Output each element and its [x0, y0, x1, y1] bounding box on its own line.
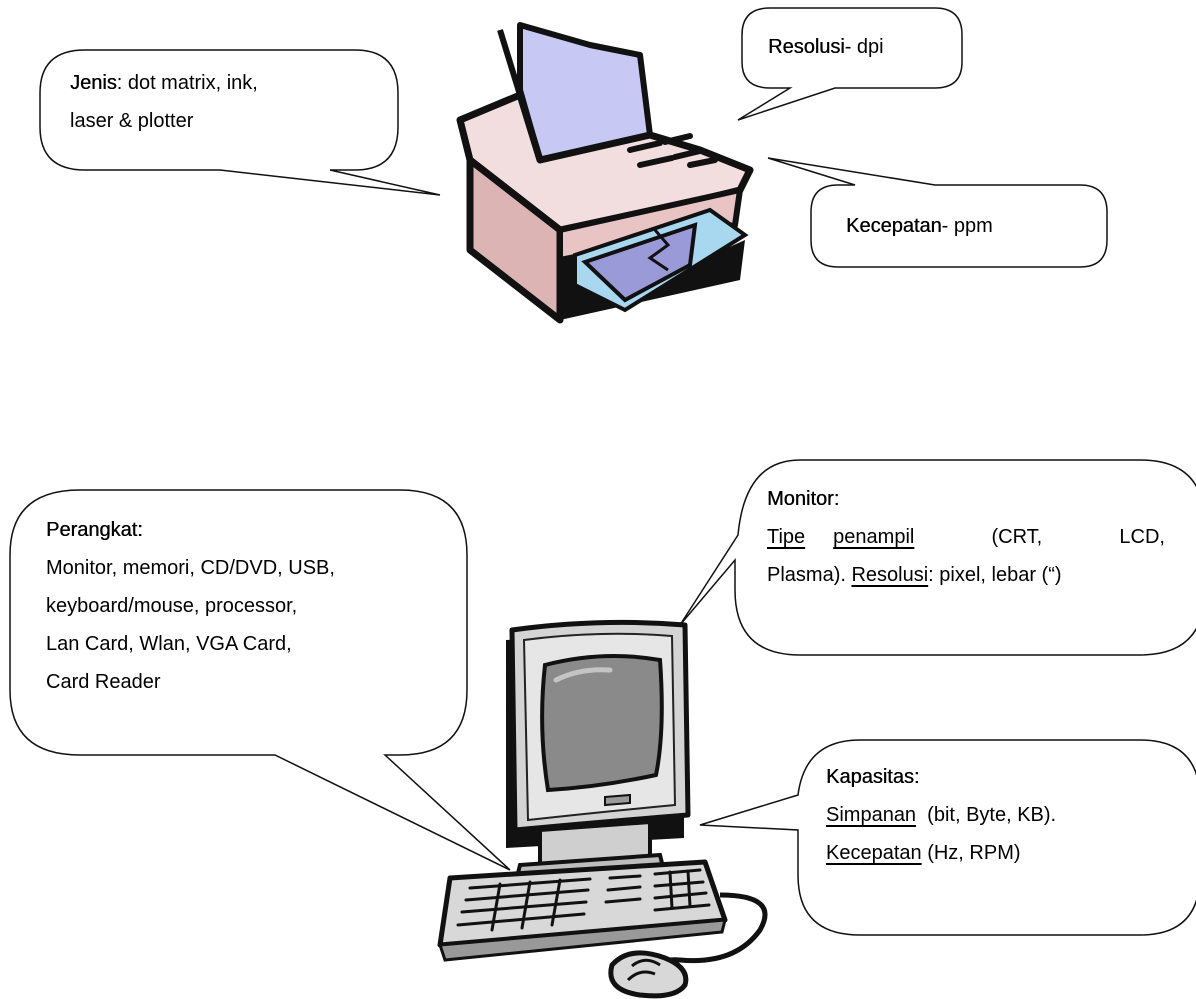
kecepatan-callout-bubble	[767, 157, 1108, 268]
monitor-line2-a: Plasma).	[767, 564, 852, 586]
kapasitas-kecepatan: Kecepatan	[826, 842, 922, 864]
monitor-callout-bubble	[679, 459, 1196, 656]
monitor-resolusi: Resolusi	[851, 564, 929, 586]
resolusi-callout-bubble	[737, 7, 963, 121]
monitor-line2: Plasma). Resolusi: pixel, lebar (“)	[767, 556, 1165, 594]
monitor-word: penampil	[833, 526, 915, 548]
jenis-line1: : dot matrix, ink,	[116, 72, 258, 94]
kapasitas-title: Kapasitas:	[826, 766, 920, 788]
kapasitas-callout: Kapasitas: Simpanan (bit, Byte, KB). Kec…	[826, 758, 1056, 872]
jenis-callout-bubble	[39, 49, 441, 196]
kecepatan-label: Kecepatan	[846, 215, 942, 237]
perangkat-callout-bubble	[9, 489, 511, 871]
resolusi-text: - dpi	[844, 36, 884, 58]
kapasitas-line2-rest: (Hz, RPM)	[921, 842, 1021, 864]
monitor-word: LCD,	[1119, 526, 1165, 548]
perangkat-callout: Perangkat: Monitor, memori, CD/DVD, USB,…	[46, 511, 335, 701]
monitor-word: (CRT,	[991, 526, 1043, 548]
kecepatan-text: - ppm	[941, 215, 993, 237]
jenis-label: Jenis	[70, 72, 117, 94]
monitor-title: Monitor:	[767, 488, 840, 510]
resolusi-callout: Resolusi- dpi	[768, 28, 884, 66]
monitor-line2-b: : pixel, lebar (“)	[928, 564, 1062, 586]
perangkat-line: Card Reader	[46, 671, 161, 693]
printer-clipart	[456, 22, 754, 324]
resolusi-label: Resolusi	[768, 36, 845, 58]
kapasitas-simpanan: Simpanan	[826, 804, 917, 826]
monitor-word: Tipe	[767, 526, 806, 548]
perangkat-line: Lan Card, Wlan, VGA Card,	[46, 633, 292, 655]
kapasitas-line1-rest: (bit, Byte, KB).	[916, 804, 1057, 826]
perangkat-line: keyboard/mouse, processor,	[46, 595, 298, 617]
kecepatan-callout: Kecepatan- ppm	[846, 207, 993, 245]
monitor-callout: Monitor: Tipe penampil (CRT, LCD, Plasma)…	[767, 480, 1165, 594]
monitor-line1: Tipe penampil (CRT, LCD,	[767, 518, 1165, 556]
perangkat-line: Monitor, memori, CD/DVD, USB,	[46, 557, 335, 579]
perangkat-title: Perangkat:	[46, 519, 143, 541]
jenis-callout: Jenis: dot matrix, ink, laser & plotter	[70, 64, 258, 140]
kapasitas-callout-bubble	[699, 739, 1196, 936]
jenis-line2: laser & plotter	[70, 110, 194, 132]
computer-clipart	[437, 619, 768, 999]
